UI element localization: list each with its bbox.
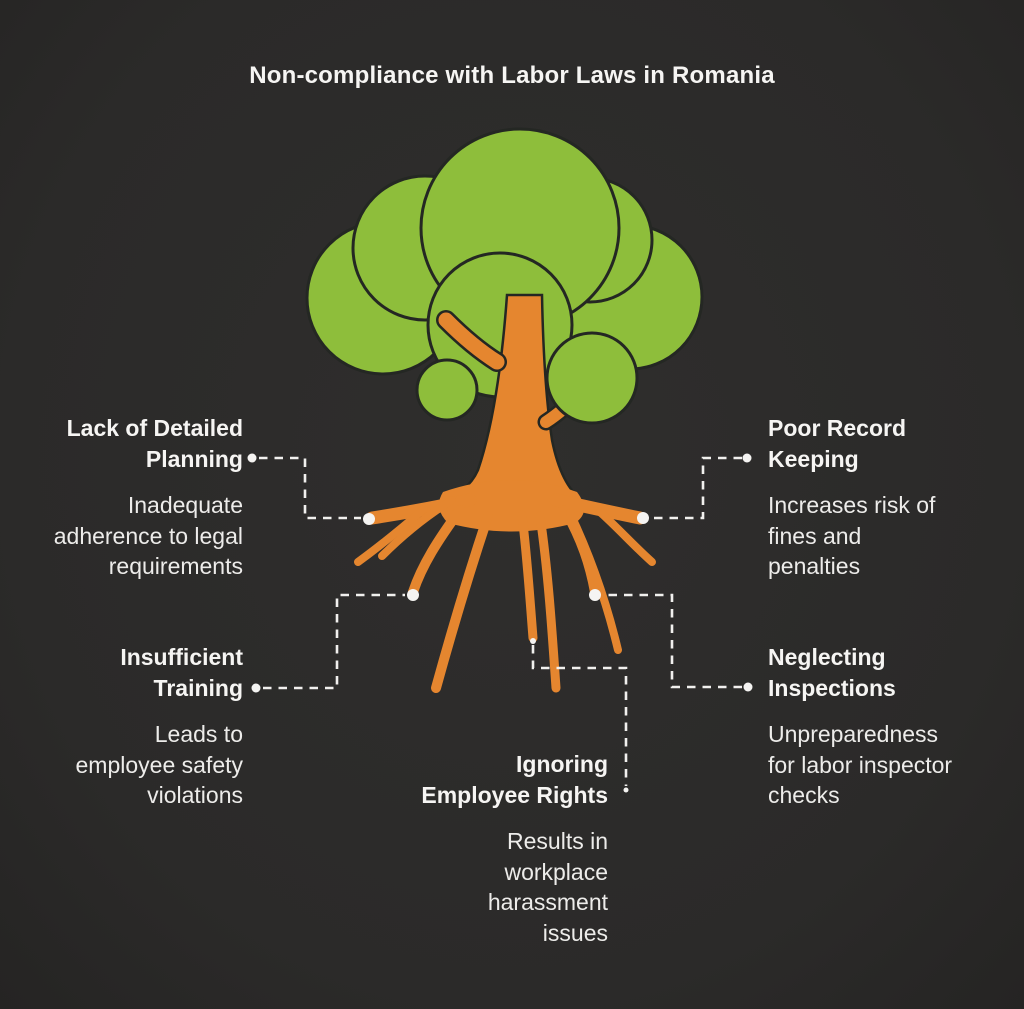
connector-bottom-right bbox=[603, 593, 742, 689]
block-lack-of-detailed-planning: Lack of Detailed Planning Inadequate adh… bbox=[28, 413, 243, 582]
dot-bottom-left-root bbox=[407, 589, 419, 601]
block-heading: Ignoring Employee Rights bbox=[421, 751, 608, 808]
dot-top-right-label bbox=[742, 453, 752, 463]
dot-top-right-root bbox=[637, 512, 649, 524]
dot-bottom-center-end bbox=[623, 787, 629, 793]
block-neglecting-inspections: Neglecting Inspections Unpreparedness fo… bbox=[768, 642, 983, 811]
block-heading: Poor Record Keeping bbox=[768, 415, 907, 472]
block-ignoring-employee-rights: Ignoring Employee Rights Results in work… bbox=[378, 749, 608, 948]
dot-top-left-label bbox=[247, 453, 257, 463]
page-title: Non-compliance with Labor Laws in Romani… bbox=[249, 62, 775, 89]
connector-top-right bbox=[650, 456, 742, 520]
connector-bottom-left bbox=[263, 593, 405, 690]
tree-roots-icon bbox=[354, 480, 656, 693]
connector-bottom-center bbox=[531, 645, 628, 786]
block-insufficient-training: Insufficient Training Leads to employee … bbox=[28, 642, 243, 811]
connector-lines bbox=[259, 456, 742, 786]
block-description: Results in workplace harassment issues bbox=[487, 828, 608, 946]
dot-bottom-right-label bbox=[743, 682, 753, 692]
block-heading: Insufficient Training bbox=[120, 644, 243, 701]
dot-top-left-root bbox=[363, 513, 375, 525]
block-heading: Lack of Detailed Planning bbox=[66, 415, 243, 472]
block-description: Inadequate adherence to legal requiremen… bbox=[53, 492, 243, 579]
block-poor-record-keeping: Poor Record Keeping Increases risk of fi… bbox=[768, 413, 983, 582]
block-description: Increases risk of fines and penalties bbox=[768, 492, 936, 579]
tree-canopy-front-icon bbox=[415, 331, 639, 425]
dot-bottom-left-label bbox=[251, 683, 261, 693]
block-description: Unpreparedness for labor inspector check… bbox=[768, 721, 953, 808]
connector-top-left bbox=[259, 456, 361, 520]
dot-bottom-center-root bbox=[530, 638, 536, 644]
dot-bottom-right-root bbox=[589, 589, 601, 601]
block-description: Leads to employee safety violations bbox=[75, 721, 243, 808]
connector-dots bbox=[247, 453, 753, 793]
block-heading: Neglecting Inspections bbox=[768, 644, 896, 701]
